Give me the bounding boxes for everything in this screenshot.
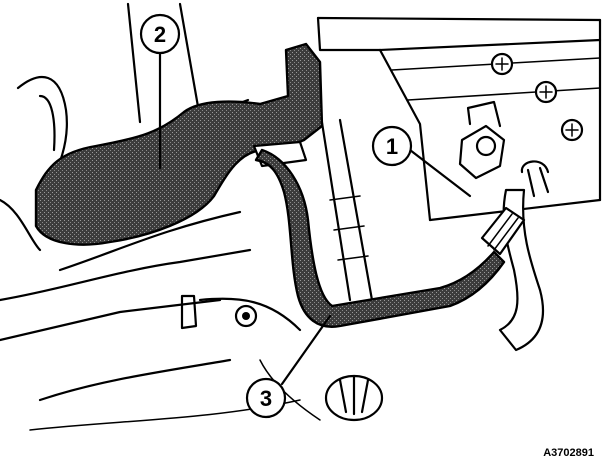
- ground-stud: [180, 294, 258, 330]
- callout-2: 2: [139, 13, 181, 170]
- callout-circle-3: [245, 377, 287, 419]
- battery-terminal: [458, 100, 506, 180]
- callout-3: 3: [245, 314, 332, 419]
- callout-leader-1: [408, 148, 472, 198]
- callout-circle-1: [371, 125, 413, 167]
- callout-1: 1: [371, 125, 472, 198]
- air-duct-shaded: [34, 42, 324, 246]
- callout-number-2: 2: [154, 22, 166, 47]
- ground-strap-shaded: [254, 148, 526, 328]
- callout-leader-3: [280, 314, 332, 386]
- ground-cable: [498, 160, 550, 352]
- retaining-clip: [324, 374, 384, 422]
- battery: [316, 16, 602, 302]
- callout-circle-2: [139, 13, 181, 55]
- figure-id-label: A3702891: [543, 447, 594, 459]
- callout-number-1: 1: [386, 134, 398, 159]
- callout-number-3: 3: [260, 386, 272, 411]
